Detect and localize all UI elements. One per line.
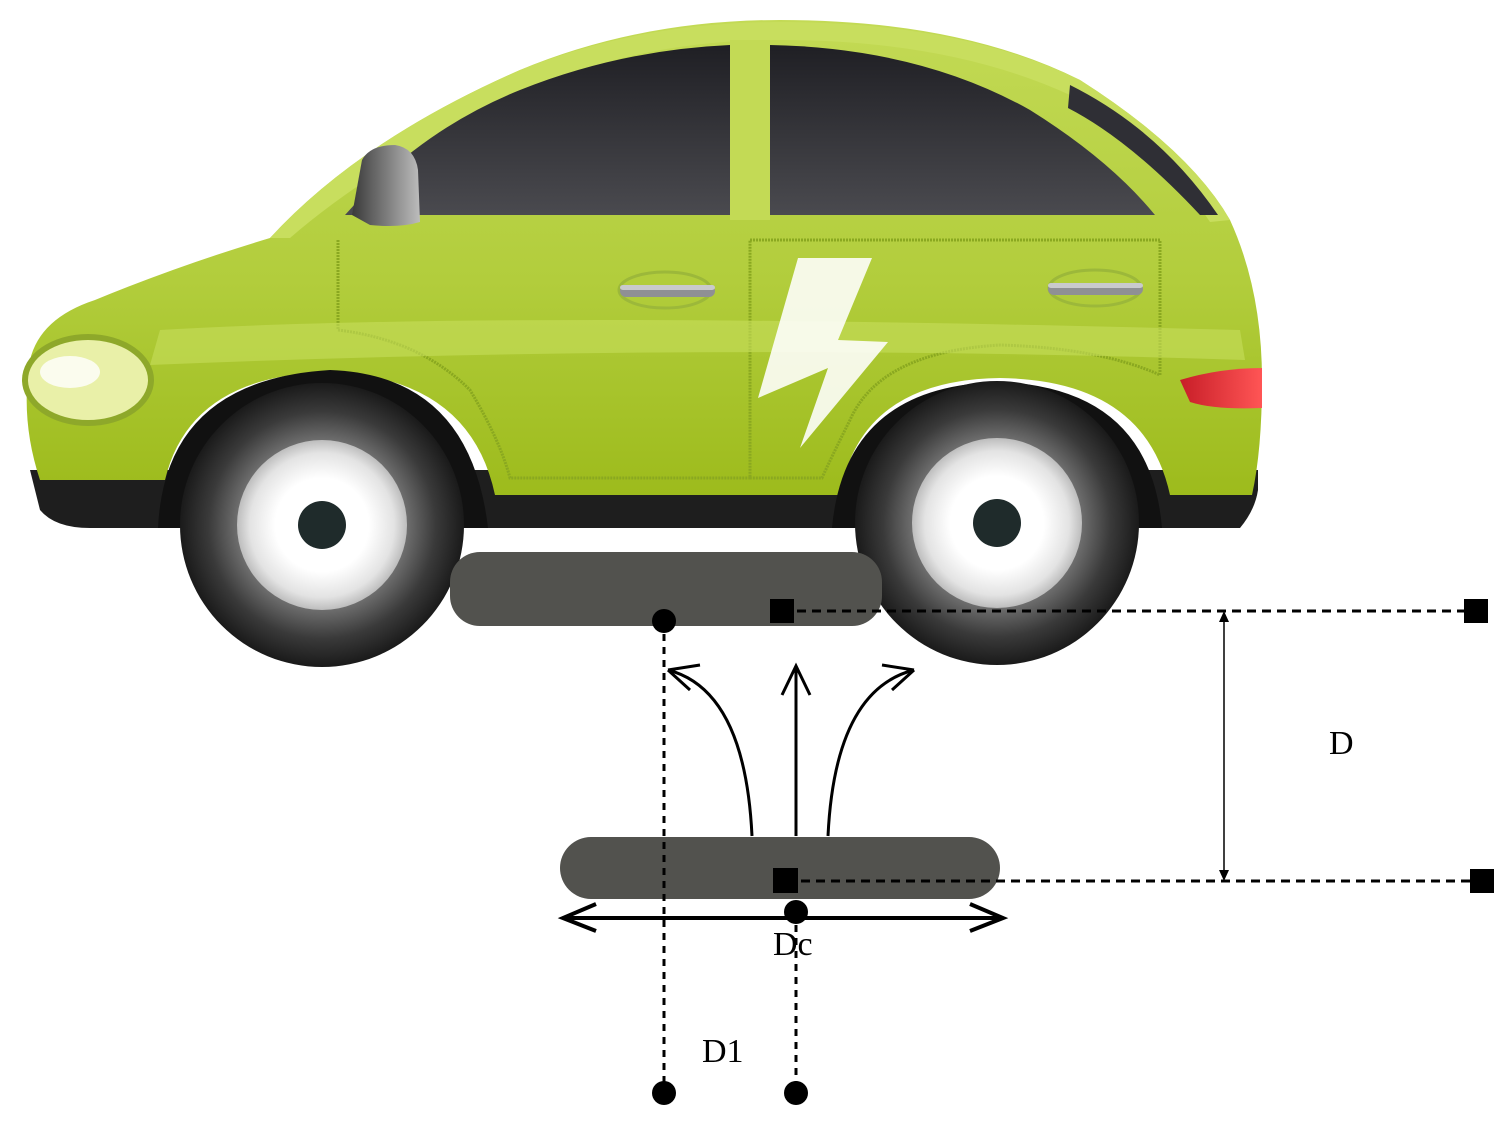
misalignment-dc-label: Dc	[773, 926, 813, 963]
field-arrow-left-head	[666, 663, 701, 692]
lateral-offset-d1-label: D1	[702, 1033, 744, 1070]
misalignment-arrow	[557, 902, 1009, 933]
receiver-center-marker	[770, 599, 794, 623]
door-handle-rear	[1047, 268, 1143, 308]
transmitter-center-point	[784, 900, 808, 924]
lightning-bolt-icon	[758, 258, 888, 448]
rear-wheel	[855, 381, 1139, 665]
front-wheel	[180, 383, 464, 667]
offset-point-top	[652, 609, 676, 633]
car-roof-trim	[270, 22, 1230, 238]
field-arrow-right	[826, 668, 915, 837]
transmitter-center-marker	[773, 868, 798, 893]
offset-point-bottom-left	[652, 1081, 676, 1105]
guide-end-marker-top	[1464, 599, 1488, 623]
field-arrow-center-head	[780, 662, 812, 696]
body-shade	[150, 320, 1245, 365]
rear-window	[770, 45, 1155, 215]
field-arrow-left	[667, 668, 754, 837]
door-handle-front	[617, 270, 715, 310]
guide-end-marker-bottom	[1470, 869, 1494, 893]
b-pillar	[730, 40, 770, 220]
side-mirror	[352, 145, 420, 226]
offset-point-bottom-right	[784, 1081, 808, 1105]
field-arrow-right-head	[881, 663, 916, 692]
electric-car	[22, 20, 1263, 667]
rear-quarter-window	[1068, 85, 1218, 215]
distance-d-label: D	[1329, 725, 1354, 762]
tail-light	[1180, 368, 1262, 409]
door-line-rear	[750, 238, 1162, 480]
magnetic-field-arrows	[666, 662, 916, 837]
front-window	[345, 45, 730, 215]
distance-guides	[770, 599, 1494, 893]
headlight	[22, 334, 154, 426]
